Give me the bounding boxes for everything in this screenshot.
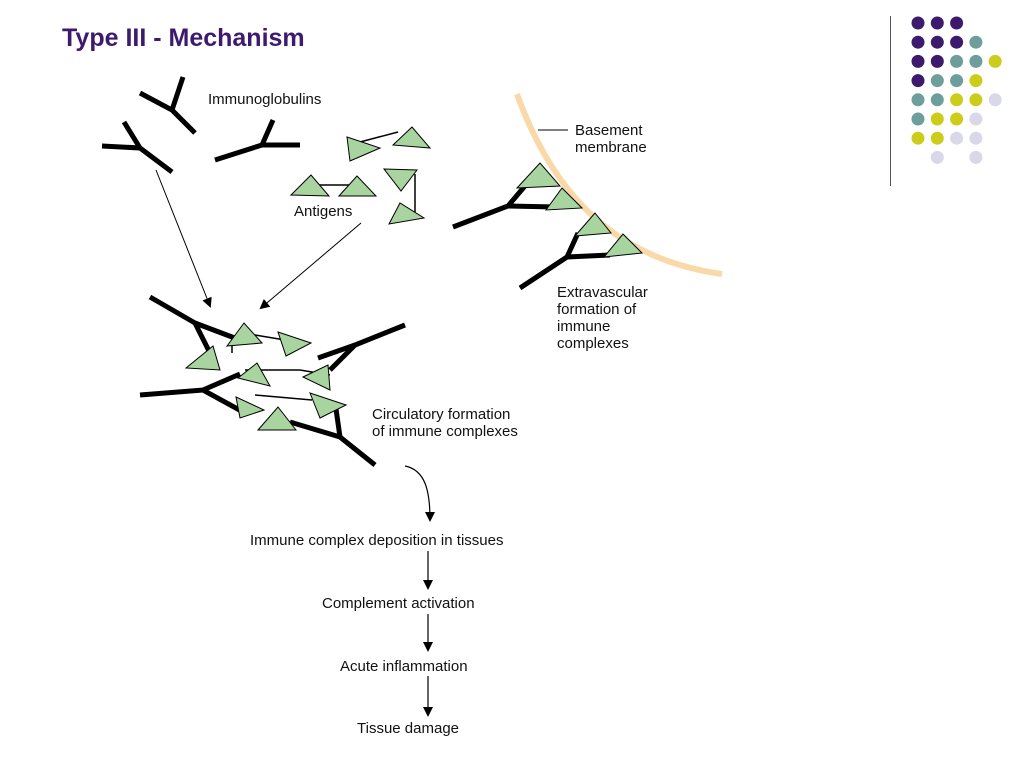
title-divider: [890, 16, 891, 186]
antigen-triangle-icon: [544, 187, 584, 211]
decorative-dot: [969, 35, 983, 49]
decorative-dot: [969, 150, 983, 164]
decorative-dot: [950, 112, 964, 126]
antigen-triangle-icon: [184, 345, 221, 371]
decorative-dot: [969, 54, 983, 68]
decorative-dot: [911, 93, 925, 107]
antigen-triangle-icon: [277, 331, 313, 357]
decorative-dot: [988, 93, 1002, 107]
label-antigens: Antigens: [294, 203, 353, 220]
flow-step: Acute inflammation: [340, 658, 468, 675]
decorative-dot: [930, 35, 944, 49]
arrow-immunoglobulins-to-complex: [155, 169, 212, 308]
label-basement-membrane: Basement membrane: [575, 122, 647, 156]
decorative-dot: [930, 93, 944, 107]
immunoglobulin-y-icon: [214, 118, 300, 163]
antigen-triangle-icon: [391, 126, 432, 149]
flow-step: Complement activation: [322, 595, 475, 612]
decorative-dot: [950, 74, 964, 88]
antigen-triangle-icon: [301, 364, 331, 391]
immunoglobulin-y-icon: [101, 120, 174, 174]
decorative-dot: [988, 54, 1002, 68]
decorative-dot: [911, 131, 925, 145]
antigen-triangle-icon: [382, 168, 418, 192]
antigen-triangle-icon: [225, 322, 264, 347]
decorative-dot: [911, 54, 925, 68]
immunoglobulin-y-icon: [138, 76, 197, 135]
decorative-dot: [911, 112, 925, 126]
decorative-dot: [930, 112, 944, 126]
flow-step: Immune complex deposition in tissues: [250, 532, 504, 549]
slide-title: Type III - Mechanism: [62, 24, 305, 52]
decorative-dot: [969, 112, 983, 126]
decorative-dot: [969, 131, 983, 145]
antigen-triangle-icon: [573, 212, 612, 237]
decorative-dot: [950, 35, 964, 49]
antigen-triangle-icon: [289, 174, 331, 197]
antigen-triangle-icon: [256, 406, 298, 431]
decorative-dot: [930, 131, 944, 145]
arrow-antigens-to-complex: [259, 222, 362, 310]
label-circulatory: Circulatory formation of immune complexe…: [372, 406, 518, 440]
antigen-triangle-icon: [346, 136, 382, 162]
decorative-dot: [930, 16, 944, 30]
decorative-dot: [930, 54, 944, 68]
decorative-dot: [969, 93, 983, 107]
antigen-triangle-icon: [309, 392, 348, 419]
decorative-dot: [911, 35, 925, 49]
decorative-dot: [950, 93, 964, 107]
decorative-dot: [930, 150, 944, 164]
antigen-triangle-icon: [602, 233, 644, 258]
flow-step: Tissue damage: [357, 720, 459, 737]
antigen-triangle-icon: [236, 362, 272, 387]
decorative-dot: [911, 74, 925, 88]
decorative-dot: [930, 74, 944, 88]
decorative-dot-grid: [911, 16, 1002, 164]
antigen-triangle-icon: [515, 162, 562, 189]
decorative-dot: [969, 74, 983, 88]
antigen-triangle-icon: [388, 202, 426, 225]
decorative-dot: [911, 16, 925, 30]
label-immunoglobulins: Immunoglobulins: [208, 91, 322, 108]
arrow-complex-to-deposition: [404, 465, 435, 522]
decorative-dot: [950, 131, 964, 145]
antigen-triangle-icon: [235, 396, 266, 419]
antigen-triangle-icon: [337, 175, 378, 197]
decorative-dot: [950, 54, 964, 68]
label-extravascular: Extravascular formation of immune comple…: [557, 284, 648, 352]
decorative-dot: [950, 16, 964, 30]
